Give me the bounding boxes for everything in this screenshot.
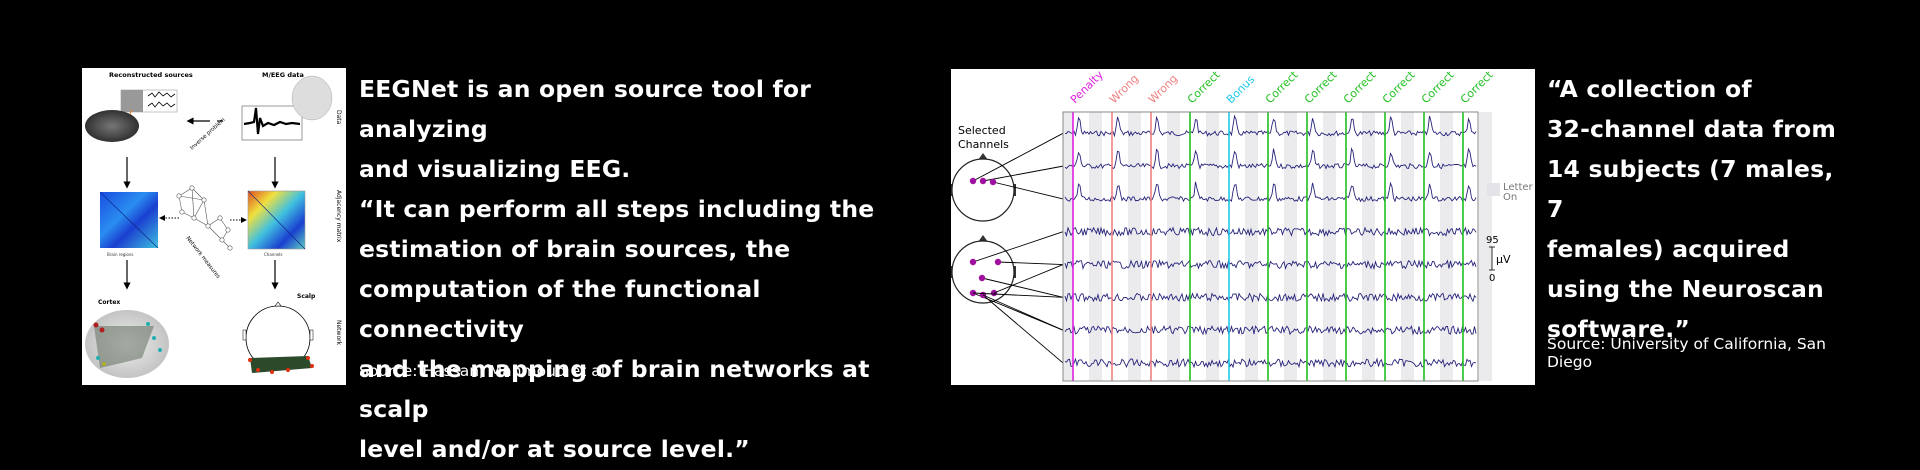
electrode-dot xyxy=(969,177,977,185)
quote-line: “A collection of xyxy=(1547,75,1752,103)
quote-line: 32-channel data from xyxy=(1547,115,1837,143)
event-marker-label: Correct xyxy=(1419,69,1457,106)
eeg-channel-trace xyxy=(1064,357,1477,369)
letter-on-band xyxy=(1206,112,1219,381)
plot-frame xyxy=(1062,111,1479,382)
letter-on-band xyxy=(1089,112,1102,381)
event-marker-label: Correct xyxy=(1302,69,1340,106)
meeg-signal-plot xyxy=(241,105,303,141)
eeg-channel-trace xyxy=(1064,181,1477,203)
row-label-adjacency: Adjacency matrix xyxy=(335,190,342,243)
brain-surface-image xyxy=(85,110,139,142)
quote-line: estimation of brain sources, the xyxy=(359,235,791,263)
scale-bar: 95 μV 0 xyxy=(1486,235,1511,284)
letter-on-band xyxy=(1128,112,1141,381)
channel-connector-line xyxy=(972,292,1064,298)
network-measures-label: Network measures xyxy=(184,236,221,280)
event-marker-label: Wrong xyxy=(1146,72,1180,106)
electrode-dot xyxy=(989,178,997,186)
event-marker-label: Wrong xyxy=(1107,72,1141,106)
scalp-head-diagram xyxy=(951,153,1016,222)
channel-connector-line xyxy=(993,264,1064,294)
title-meeg-data: M/EEG data xyxy=(262,71,304,79)
eeg-channel-trace xyxy=(1064,291,1477,303)
event-marker-label: Correct xyxy=(1341,69,1379,106)
head-electrode-model xyxy=(291,75,333,121)
channel-connector-line xyxy=(992,181,1064,200)
event-marker-label: Penalty xyxy=(1068,69,1106,106)
scalp-network-image xyxy=(242,301,314,374)
eegnet-quote: EEGNet is an open source tool for analyz… xyxy=(359,69,919,469)
scalp-label: Scalp xyxy=(297,293,316,300)
quote-line: and the mapping of brain networks at sca… xyxy=(359,355,870,423)
quote-line: level and/or at source level.” xyxy=(359,435,750,463)
channel-connector-line xyxy=(982,294,1064,364)
electrode-dot xyxy=(978,274,986,282)
letter-on-band xyxy=(1401,112,1414,381)
quote-line: using the Neuroscan xyxy=(1547,275,1824,303)
letter-on-band xyxy=(1245,112,1258,381)
letter-on-band xyxy=(1323,112,1336,381)
eegnet-source: Source: Hassan, Mahmoud et al. xyxy=(359,362,611,380)
title-reconstructed-sources: Reconstructed sources xyxy=(109,71,193,79)
row-label-network: Network xyxy=(335,320,342,346)
event-marker-label: Correct xyxy=(1380,69,1418,106)
letter-on-band xyxy=(1284,112,1297,381)
eeg-channel-trace xyxy=(1064,258,1477,271)
letter-on-band xyxy=(1479,112,1492,381)
quote-line: software.” xyxy=(1547,315,1691,343)
scale-unit: μV xyxy=(1496,253,1511,266)
letter-on-band xyxy=(1167,112,1180,381)
scalp-head-diagram xyxy=(951,235,1016,304)
eeg-channel-trace xyxy=(1064,226,1477,238)
channel-connector-line xyxy=(972,231,1064,263)
eegnet-pipeline-figure: Reconstructed sources M/EEG data Inverse… xyxy=(82,68,346,385)
brain-regions-label: Brain regions xyxy=(107,252,134,257)
letter-on-band xyxy=(1063,112,1073,381)
event-marker-label: Correct xyxy=(1263,69,1301,106)
electrode-dot xyxy=(969,258,977,266)
inverse-problem-label: Inverse problem xyxy=(189,117,226,151)
quote-line: 14 subjects (7 males, 7 xyxy=(1547,155,1834,223)
electrode-dot xyxy=(979,177,987,185)
quote-line: and visualizing EEG. xyxy=(359,155,631,183)
quote-line: “It can perform all steps including the xyxy=(359,195,875,223)
row-label-data: Data xyxy=(335,110,342,125)
eeg-channel-trace xyxy=(1064,114,1477,138)
cortex-network-image xyxy=(85,310,169,378)
source-inset xyxy=(120,89,178,119)
cortex-label: Cortex xyxy=(98,299,120,306)
channels-label: Channels xyxy=(264,252,283,257)
network-graph xyxy=(176,185,233,251)
letter-on-band xyxy=(1440,112,1453,381)
channel-connector-line xyxy=(981,277,1064,298)
channel-connector-line xyxy=(982,165,1064,182)
dataset-quote: “A collection of 32-channel data from 14 s… xyxy=(1547,69,1847,349)
event-marker-label: Correct xyxy=(1458,69,1496,106)
quote-line: EEGNet is an open source tool for analyz… xyxy=(359,75,812,143)
scale-bottom: 0 xyxy=(1489,273,1495,284)
channel-connector-line xyxy=(972,132,1064,182)
event-marker-label: Correct xyxy=(1185,69,1223,106)
letter-on-band xyxy=(1362,112,1375,381)
eeg-channel-trace xyxy=(1064,324,1477,336)
scale-top: 95 xyxy=(1486,235,1499,246)
dataset-source: Source: University of California, San Di… xyxy=(1547,335,1826,371)
channel-connector-line xyxy=(982,294,1064,331)
quote-line: computation of the functional connectivi… xyxy=(359,275,761,343)
eeg-channel-trace xyxy=(1064,147,1477,170)
electrode-dot xyxy=(994,258,1002,266)
quote-line: females) acquired xyxy=(1547,235,1790,263)
event-marker-label: Bonus xyxy=(1224,73,1257,106)
channel-connector-line xyxy=(997,261,1064,265)
